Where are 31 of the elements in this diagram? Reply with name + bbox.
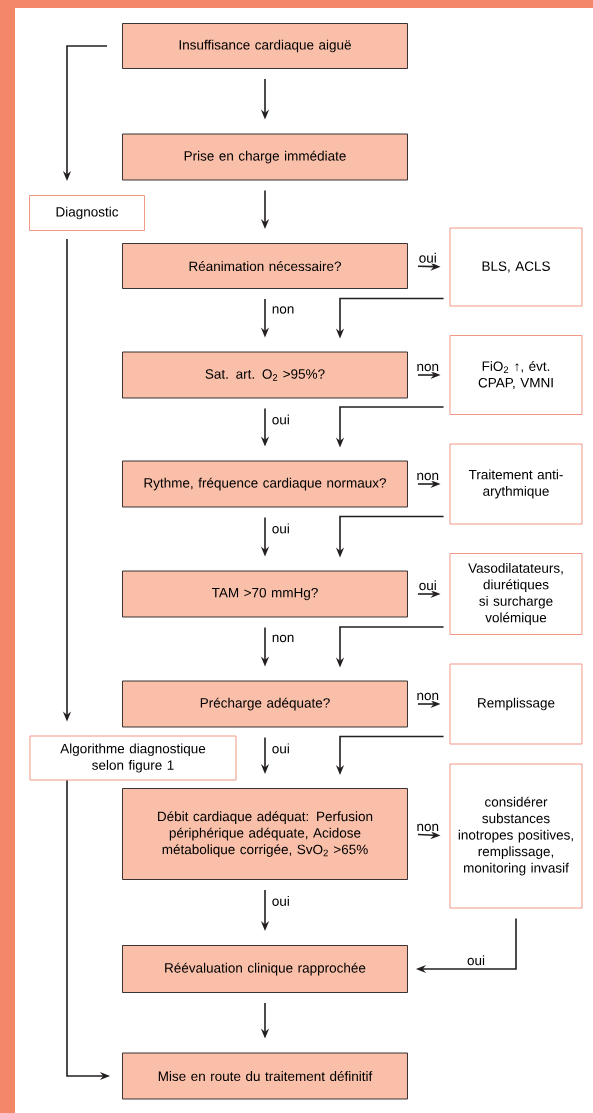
step-box: Débit cardiaque adéquat: Perfusion périphérique adéquate, Acidose métabolique corrigée, SvO$_{2}$ >65% bbox=[122, 788, 408, 880]
edge-label: non bbox=[270, 305, 296, 315]
step-box: Prise en charge immédiate bbox=[122, 133, 408, 181]
step-box: Insuffisance cardiaque aiguë bbox=[122, 23, 408, 69]
step-box: Précharge adéquate? bbox=[122, 680, 408, 728]
action-box: Traitement anti-arythmique bbox=[449, 443, 583, 525]
edge-label: oui bbox=[270, 522, 291, 535]
step-box: TAM >70 mmHg? bbox=[122, 570, 408, 618]
action-box: Vasodilatateurs, diurétiques si surcharge volémique bbox=[449, 553, 583, 635]
edge-label: oui bbox=[417, 251, 438, 264]
action-box: FiO$_{2}$ ↑, évt. CPAP, VMNI bbox=[449, 335, 583, 415]
step-box: Mise en route du traitement définitif bbox=[122, 1052, 408, 1100]
edge-label: non bbox=[415, 471, 440, 482]
edge-label: non bbox=[270, 633, 296, 644]
step-box: Sat. art. O$_{2}$ >95%? bbox=[122, 351, 408, 399]
edge-label: non bbox=[415, 691, 440, 702]
edge-label: oui bbox=[270, 895, 291, 907]
step-box: Réanimation nécessaire? bbox=[122, 243, 408, 289]
action-box: BLS, ACLS bbox=[449, 227, 583, 307]
step-box: Rythme, fréquence cardiaque normaux? bbox=[122, 460, 408, 508]
edge-label: non bbox=[415, 362, 440, 373]
step-box: Réévaluation clinique rapprochée bbox=[122, 945, 408, 993]
edge-label: oui bbox=[466, 954, 486, 967]
edge-label: oui bbox=[270, 413, 291, 426]
diagnostic-box: Algorithme diagnostique selon figure 1 bbox=[29, 735, 237, 781]
edge-label: oui bbox=[417, 579, 438, 592]
edge-label: non bbox=[415, 822, 440, 833]
action-box: considérer substances inotropes positives, remplissage, monitoring invasif bbox=[449, 763, 583, 909]
diagnostic-box: Diagnostic bbox=[29, 195, 145, 231]
edge-label: oui bbox=[270, 742, 291, 755]
action-box: Remplissage bbox=[449, 663, 583, 745]
